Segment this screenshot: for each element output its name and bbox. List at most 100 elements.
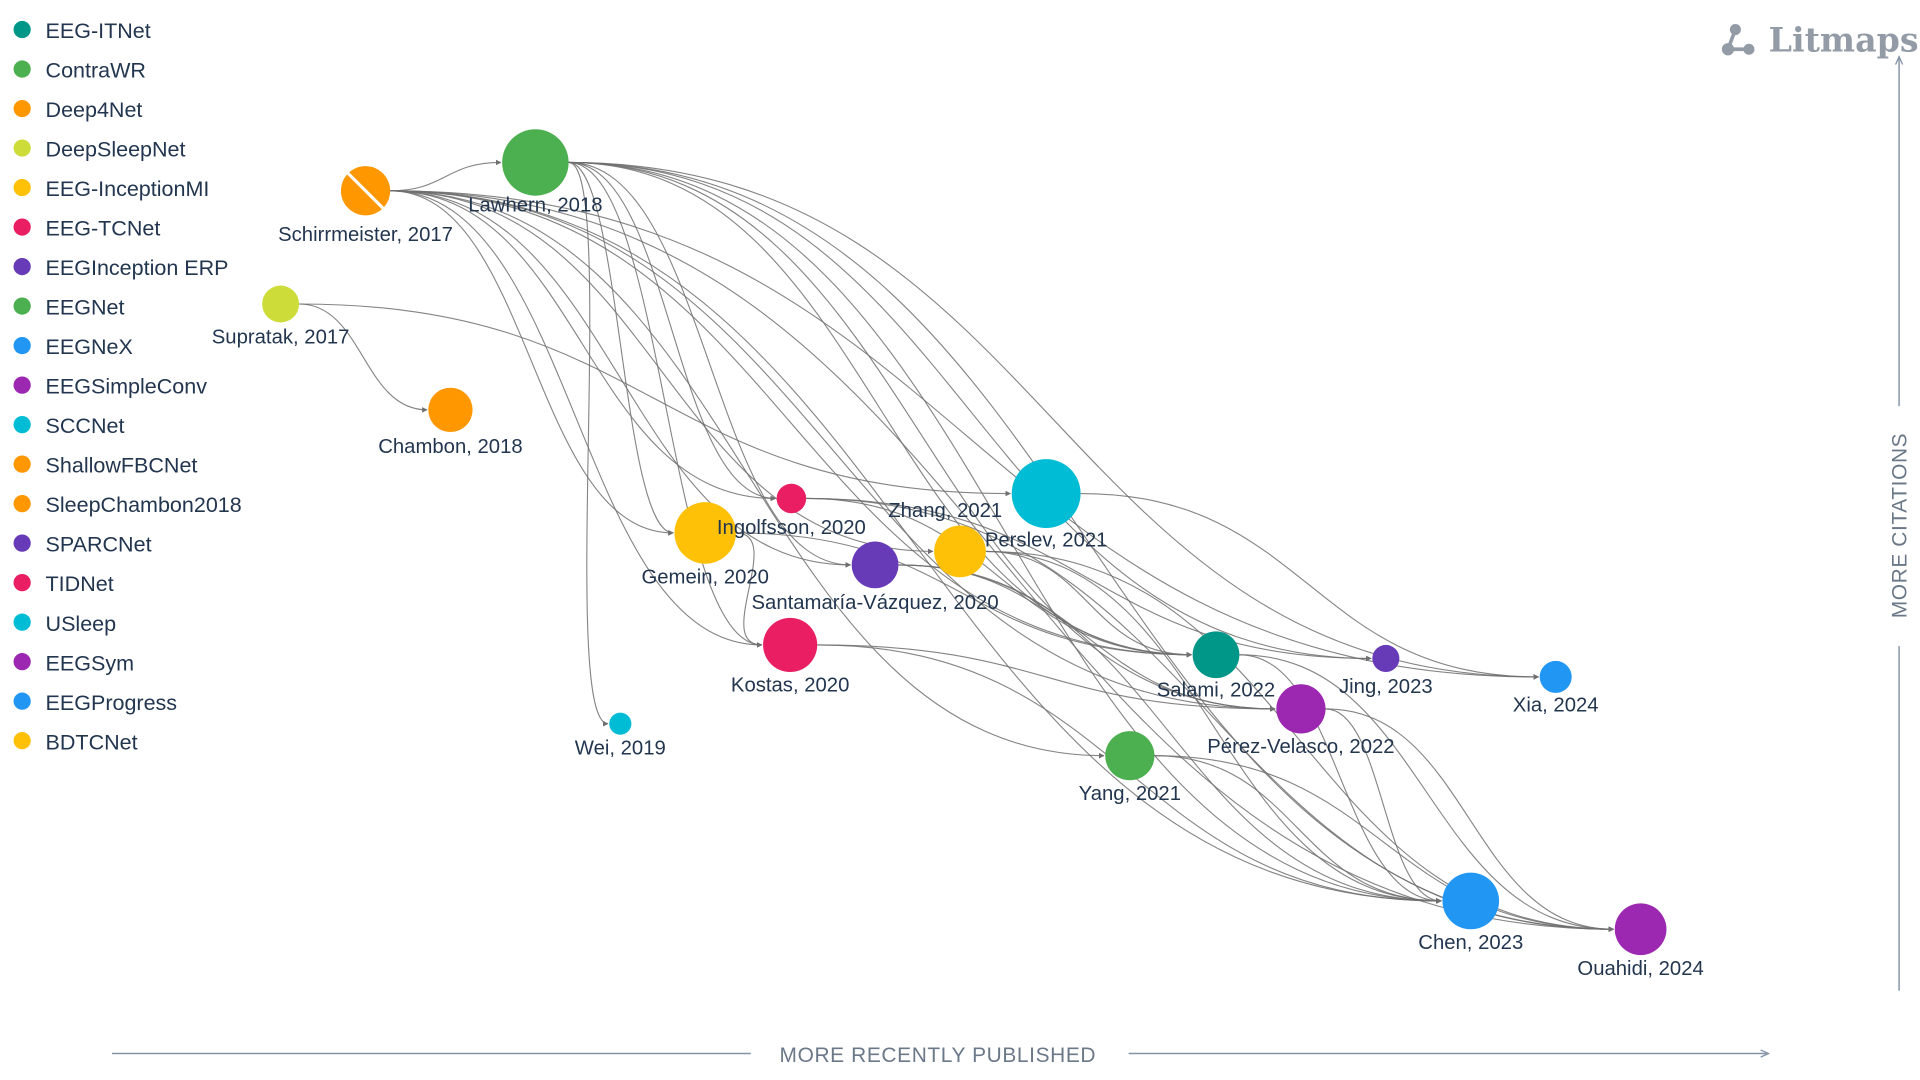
paper-circle[interactable] [502,129,569,196]
paper-circle[interactable] [1372,644,1400,672]
legend-label: TIDNet [46,572,114,596]
paper-circle[interactable] [1539,660,1572,693]
paper-node-jing[interactable] [1372,644,1400,672]
legend-swatch [13,692,31,710]
citation-edge [390,190,1192,658]
paper-label: Supratak, 2017 [212,326,350,348]
paper-circle[interactable] [262,285,300,323]
paper-label: Lawhern, 2018 [468,195,602,217]
legend-item[interactable]: EEG-ITNet [13,19,151,43]
legend-item[interactable]: USleep [13,612,117,636]
citation-edge [568,161,674,536]
legend-item[interactable]: Deep4Net [13,98,143,122]
legend-item[interactable]: EEGSym [13,651,134,675]
citation-edge [568,161,1442,904]
paper-node-chambon[interactable] [428,387,473,432]
y-axis-label: MORE CITATIONS [1888,433,1911,619]
paper-label: Jing, 2023 [1339,676,1433,698]
paper-node-zhang[interactable] [934,525,986,578]
paper-label: Chambon, 2018 [378,436,522,458]
x-axis: MORE RECENTLY PUBLISHED [112,1044,1769,1067]
y-axis: MORE CITATIONS [1888,57,1911,991]
litmaps-graph-icon [1721,24,1755,56]
citation-edge [299,303,428,413]
paper-label: Yang, 2021 [1079,783,1181,805]
citation-edge [1239,654,1442,904]
citation-edge [1154,755,1442,904]
paper-node-yang[interactable] [1105,731,1155,781]
legend-label: Deep4Net [46,98,143,122]
citation-edge [299,303,1012,497]
paper-node-perez[interactable] [1276,684,1326,734]
paper-label: Zhang, 2021 [888,500,1002,522]
legend-swatch [13,257,31,276]
paper-circle[interactable] [1614,903,1667,956]
legend-item[interactable]: EEGNeX [13,335,133,359]
paper-node-schirrmeister[interactable] [340,166,391,216]
paper-circle[interactable] [776,483,807,514]
paper-node-ingolfsson[interactable] [776,483,807,514]
legend-item[interactable]: EEG-InceptionMI [13,177,210,201]
legend-item[interactable]: EEGInception ERP [13,256,229,280]
citation-edge [1325,708,1615,932]
legend-swatch [13,613,31,631]
paper-circle[interactable] [674,502,736,564]
paper-node-santamaria[interactable] [851,541,899,589]
paper-node-lawhern[interactable] [502,129,569,196]
paper-circle[interactable] [1442,872,1500,930]
paper-label: Pérez-Velasco, 2022 [1207,736,1394,758]
paper-circle[interactable] [851,541,899,589]
paper-node-chen[interactable] [1442,872,1500,930]
legend-item[interactable]: TIDNet [13,572,114,596]
citation-edge [390,190,1540,680]
legend-item[interactable]: SCCNet [13,414,125,438]
citation-edge [390,190,852,568]
legend-item[interactable]: BDTCNet [13,730,138,754]
citation-edge [568,161,1540,680]
citation-edge [568,161,1372,662]
citation-edge [390,190,934,555]
legend-swatch [13,20,31,39]
legend-label: EEGSimpleConv [46,375,208,399]
paper-circle[interactable] [1276,684,1326,734]
legend-item[interactable]: ShallowFBCNet [13,454,198,478]
paper-circle[interactable] [1011,459,1081,528]
paper-label: Salami, 2022 [1157,680,1275,702]
paper-circle[interactable] [763,617,818,672]
legend-label: EEGProgress [46,691,178,715]
citation-edge [568,161,776,502]
paper-node-supratak[interactable] [262,285,300,323]
paper-circle[interactable] [428,387,473,432]
legend-item[interactable]: DeepSleepNet [13,138,186,162]
paper-circle[interactable] [1192,631,1240,679]
legend-swatch [13,574,31,592]
legend-item[interactable]: EEGProgress [13,691,178,715]
paper-node-kostas[interactable] [763,617,818,672]
paper-circle[interactable] [1105,731,1155,781]
paper-node-gemein[interactable] [674,502,736,564]
paper-label: Perslev, 2021 [985,529,1108,551]
legend-swatch [13,99,31,118]
legend-label: EEGNeX [46,335,133,359]
legend-swatch [13,297,31,315]
paper-node-wei[interactable] [609,712,632,735]
paper-circle[interactable] [609,712,632,735]
legend-item[interactable]: EEGSimpleConv [13,375,208,399]
legend-item[interactable]: EEGNet [13,296,125,320]
paper-node-ouahidi[interactable] [1614,903,1667,956]
legend-item[interactable]: EEG-TCNet [13,217,161,241]
legend-swatch [13,60,31,78]
legend-swatch [13,376,31,394]
legend-item[interactable]: SPARCNet [13,533,152,557]
paper-node-salami[interactable] [1192,631,1240,679]
paper-label: Chen, 2023 [1418,932,1523,954]
paper-node-perslev[interactable] [1011,459,1081,528]
legend-item[interactable]: SleepChambon2018 [13,493,242,517]
paper-label: Schirrmeister, 2017 [278,224,453,246]
paper-node-xia[interactable] [1539,660,1572,693]
paper-circle[interactable] [934,525,986,578]
legend-item[interactable]: ContraWR [13,59,146,83]
citation-edge [390,190,1276,712]
